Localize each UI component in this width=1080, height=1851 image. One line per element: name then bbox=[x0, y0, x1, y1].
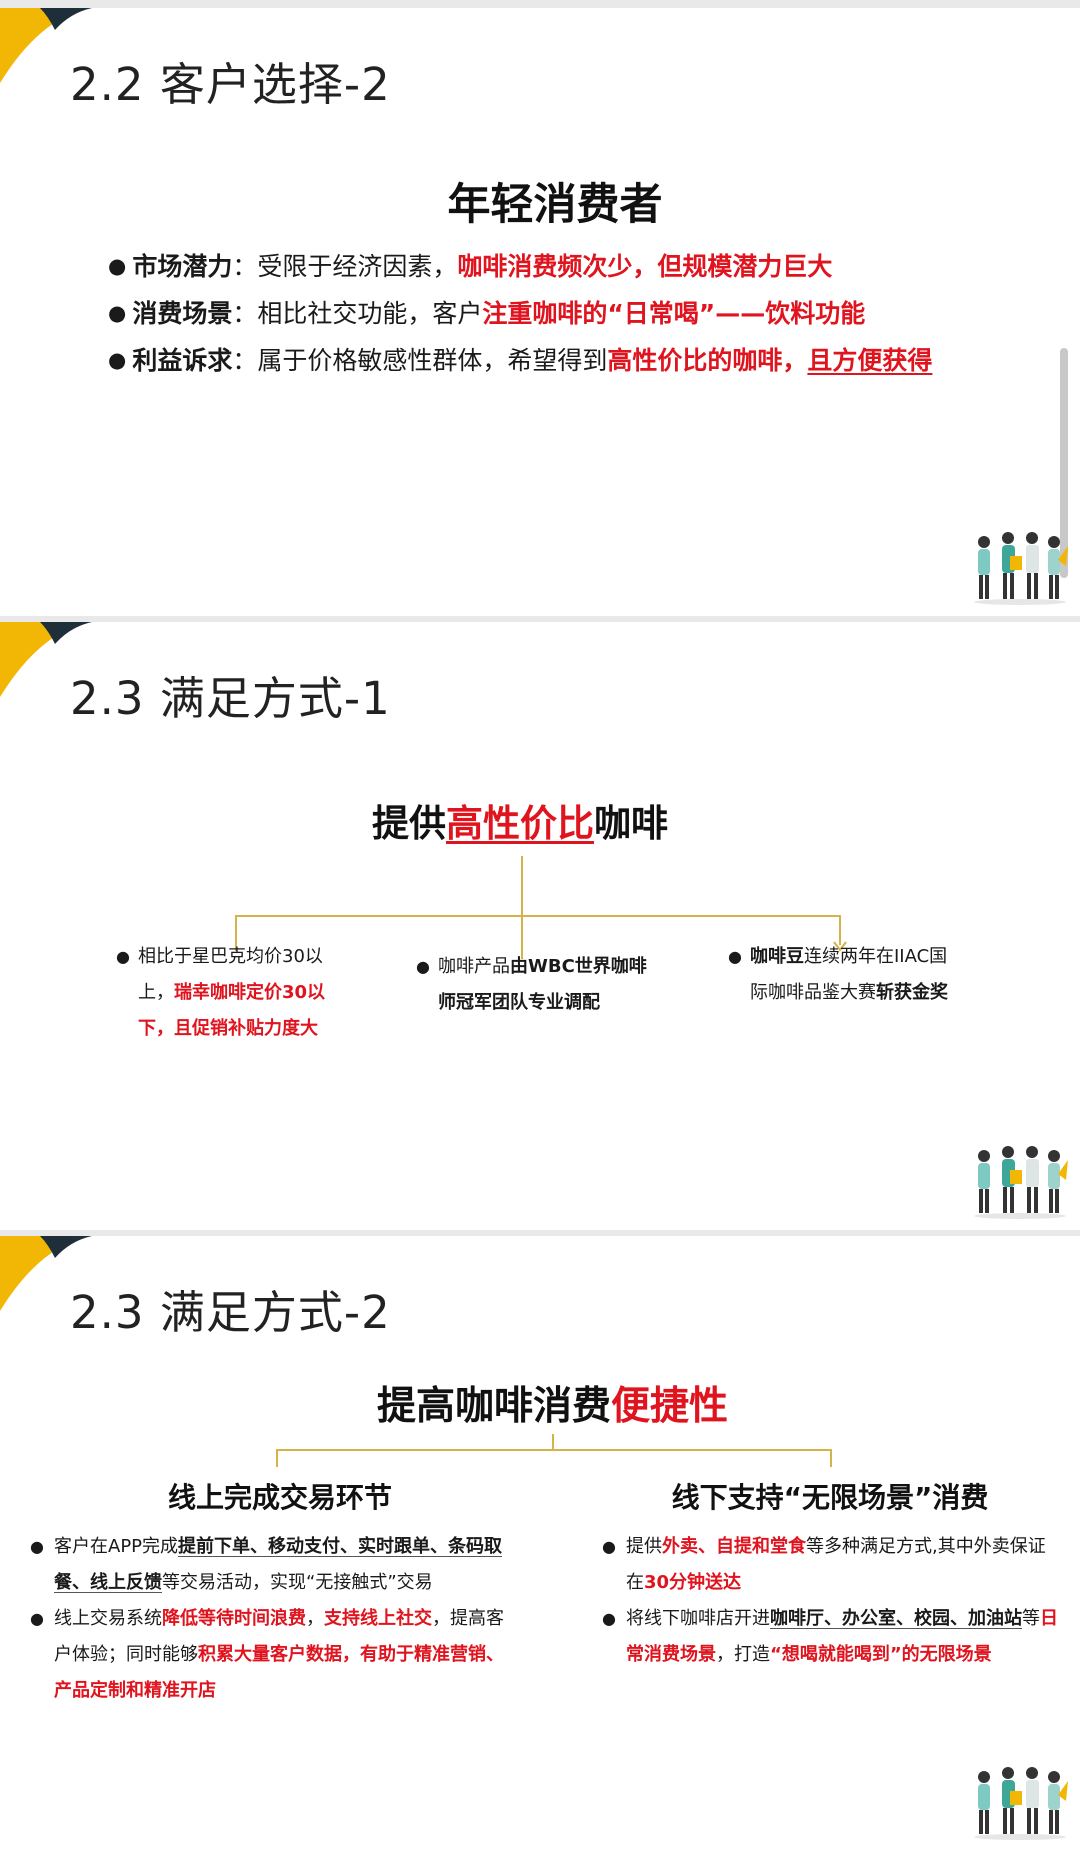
bullet-dot: ● bbox=[728, 947, 742, 966]
offline-list: 提供外卖、自提和堂食等多种满足方式,其中外卖保证在30分钟送达 将线下咖啡店开进… bbox=[602, 1529, 1062, 1673]
feature-recipe: ● 咖啡产品由WBC世界咖啡师冠军团队专业调配 bbox=[416, 949, 648, 1021]
list-item: 市场潜力：受限于经济因素，咖啡消费频次少，但规模潜力巨大 bbox=[108, 243, 932, 290]
feature-beans: ● 咖啡豆连续两年在IIAC国际咖啡品鉴大赛斩获金奖 bbox=[728, 939, 960, 1011]
section-heading-online: 线上完成交易环节 bbox=[167, 1481, 392, 1514]
tree-connector-left bbox=[235, 915, 237, 951]
tree-connector-vertical bbox=[521, 856, 523, 916]
tree-connector-horizontal bbox=[276, 1449, 832, 1451]
people-illustration bbox=[974, 1767, 1068, 1840]
bullet-dot: ● bbox=[116, 947, 130, 966]
slide-satisfaction-method-1: 2.3 满足方式-1 提供高性价比咖啡 ● 相比于星巴克均价30以上，瑞幸咖啡定… bbox=[0, 622, 1080, 1230]
scrollbar-thumb[interactable] bbox=[1060, 348, 1068, 578]
tree-connector-vertical bbox=[552, 1434, 554, 1450]
online-list: 客户在APP完成提前下单、移动支付、实时跟单、条码取餐、线上反馈等交易活动，实现… bbox=[30, 1529, 520, 1709]
corner-decoration bbox=[0, 8, 92, 83]
tree-connector-right bbox=[830, 1449, 832, 1467]
slide-satisfaction-method-2: 2.3 满足方式-2 提高咖啡消费便捷性 线上完成交易环节 线下支持“无限场景”… bbox=[0, 1236, 1080, 1851]
corner-decoration bbox=[0, 622, 92, 697]
slide-subtitle: 提高咖啡消费便捷性 bbox=[376, 1384, 729, 1429]
tree-connector-middle bbox=[521, 915, 523, 959]
slide-subtitle: 年轻消费者 bbox=[447, 180, 663, 230]
arrow-down-icon bbox=[833, 941, 847, 952]
list-item: 消费场景：相比社交功能，客户注重咖啡的“日常喝”——饮料功能 bbox=[108, 290, 932, 337]
slide-customer-selection-2: 2.2 客户选择-2 年轻消费者 市场潜力：受限于经济因素，咖啡消费频次少，但规… bbox=[0, 8, 1080, 616]
slide-subtitle: 提供高性价比咖啡 bbox=[372, 802, 668, 845]
list-item: 将线下咖啡店开进咖啡厅、办公室、校园、加油站等日常消费场景，打造“想喝就能喝到”… bbox=[602, 1601, 1062, 1673]
tree-connector-left bbox=[276, 1449, 278, 1467]
people-illustration bbox=[974, 532, 1068, 605]
list-item: 客户在APP完成提前下单、移动支付、实时跟单、条码取餐、线上反馈等交易活动，实现… bbox=[30, 1529, 520, 1601]
tree-connector-right bbox=[839, 915, 841, 945]
corner-decoration bbox=[0, 1236, 92, 1311]
slide-title: 2.3 满足方式-2 bbox=[70, 1286, 391, 1339]
tree-connector-horizontal bbox=[235, 915, 841, 917]
bullet-list: 市场潜力：受限于经济因素，咖啡消费频次少，但规模潜力巨大 消费场景：相比社交功能… bbox=[108, 243, 932, 384]
bullet-dot: ● bbox=[416, 957, 430, 976]
list-item: 线上交易系统降低等待时间浪费，支持线上社交，提高客户体验；同时能够积累大量客户数… bbox=[30, 1601, 520, 1709]
list-item: 提供外卖、自提和堂食等多种满足方式,其中外卖保证在30分钟送达 bbox=[602, 1529, 1062, 1601]
people-illustration bbox=[974, 1146, 1068, 1219]
list-item: 利益诉求：属于价格敏感性群体，希望得到高性价比的咖啡，且方便获得 bbox=[108, 337, 932, 384]
feature-price: ● 相比于星巴克均价30以上，瑞幸咖啡定价30以下，且促销补贴力度大 bbox=[116, 939, 348, 1047]
slide-title: 2.2 客户选择-2 bbox=[70, 58, 391, 111]
slide-title: 2.3 满足方式-1 bbox=[70, 672, 391, 725]
section-heading-offline: 线下支持“无限场景”消费 bbox=[671, 1481, 989, 1514]
